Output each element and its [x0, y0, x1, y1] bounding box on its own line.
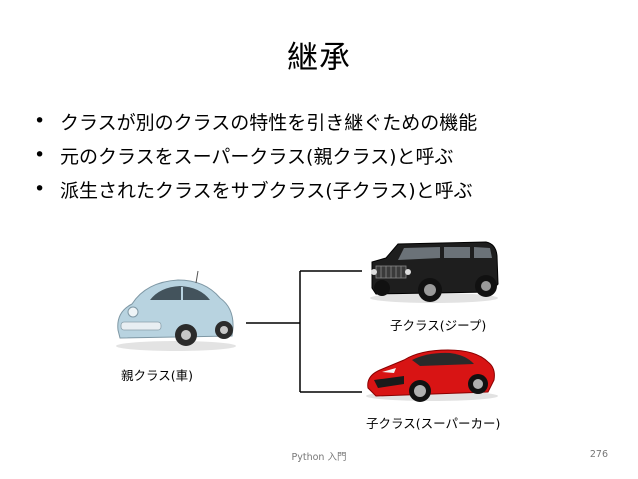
supercar-image: [366, 349, 498, 402]
beetle-car-image: [116, 270, 236, 351]
bullet-marker: •: [34, 144, 46, 166]
bullet-marker: •: [34, 110, 46, 132]
slide-title: 継承: [287, 40, 351, 76]
bullet-item: • クラスが別のクラスの特性を引き継ぐための機能: [34, 104, 477, 138]
child-class-label-supercar: 子クラス(スーパーカー): [366, 416, 501, 431]
bullet-text: 元のクラスをスーパークラス(親クラス)と呼ぶ: [60, 145, 454, 168]
bullet-marker: •: [34, 178, 46, 200]
bullet-item: • 元のクラスをスーパークラス(親クラス)と呼ぶ: [34, 138, 477, 172]
child-class-label-jeep: 子クラス(ジープ): [390, 318, 487, 333]
bullet-text: クラスが別のクラスの特性を引き継ぐための機能: [60, 111, 478, 134]
bullet-text: 派生されたクラスをサブクラス(子クラス)と呼ぶ: [60, 179, 473, 202]
bullet-item: • 派生されたクラスをサブクラス(子クラス)と呼ぶ: [34, 172, 477, 206]
footer-title: Python 入門: [291, 452, 347, 463]
page-number: 276: [589, 449, 608, 460]
parent-class-label: 親クラス(車): [121, 368, 194, 383]
connector-lines: [246, 270, 362, 393]
jeep-image: [370, 241, 499, 303]
bullet-list: • クラスが別のクラスの特性を引き継ぐための機能 • 元のクラスをスーパークラス…: [34, 104, 477, 206]
